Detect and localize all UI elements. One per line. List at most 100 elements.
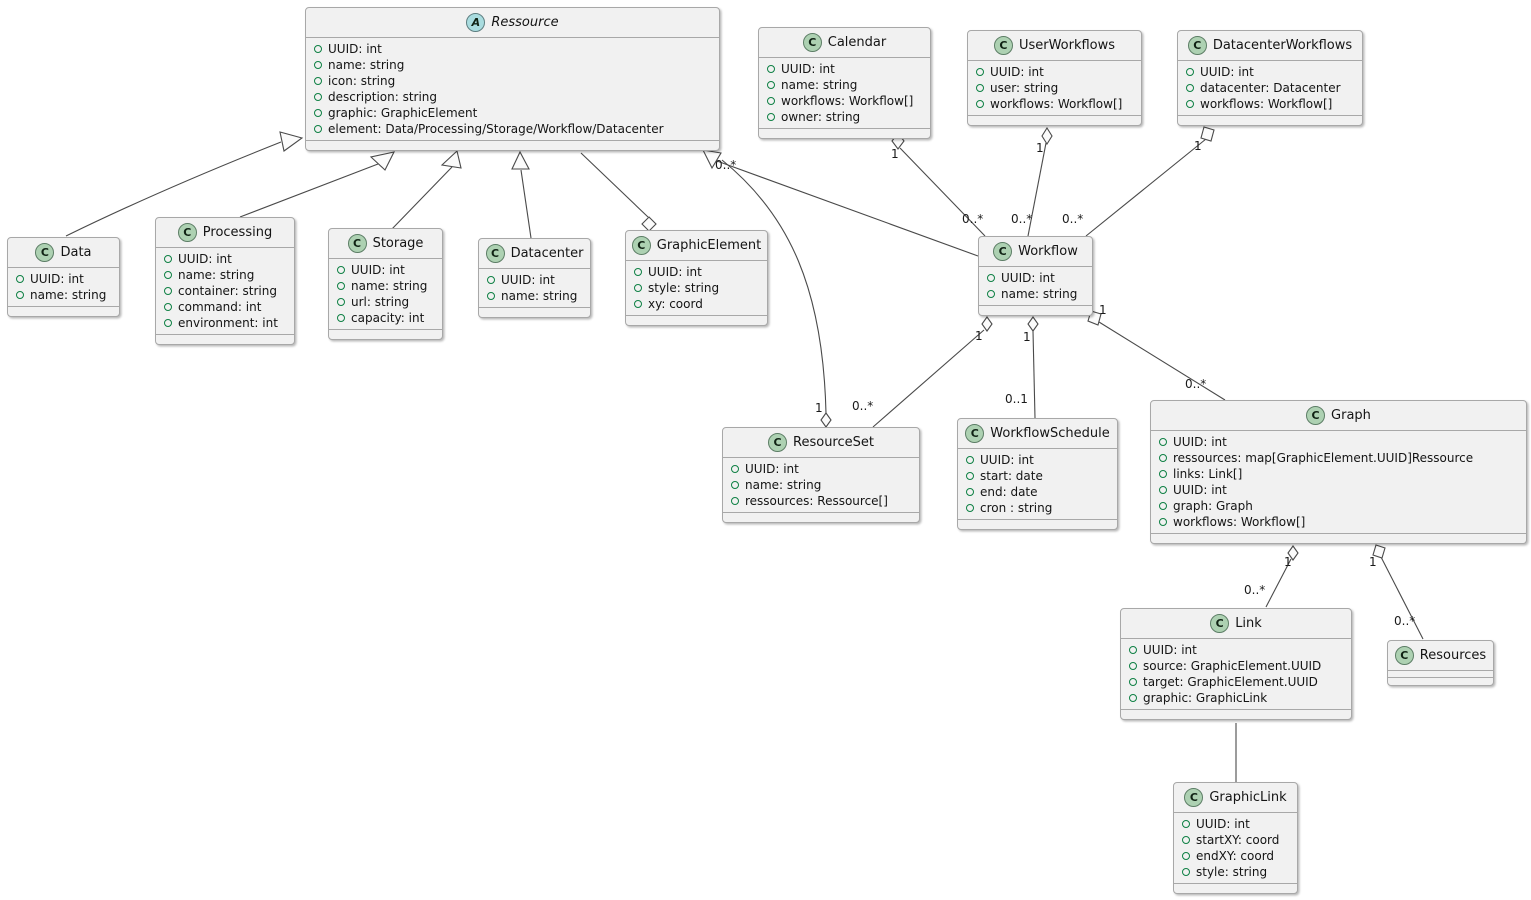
attributes-compartment [1388, 671, 1493, 678]
class-icon: C [1306, 406, 1326, 425]
attribute: name: string [329, 278, 442, 294]
attribute: name: string [306, 57, 719, 73]
aggregation-diamond [1200, 126, 1215, 142]
class-header: C Graph [1151, 401, 1526, 431]
inheritance-arrow [440, 149, 462, 169]
class-name: ResourceSet [793, 435, 874, 450]
field-icon [731, 465, 739, 473]
class-graphicelement: C GraphicElement UUID: int style: string… [625, 230, 768, 326]
class-name: WorkflowSchedule [990, 426, 1110, 441]
class-header: C Processing [156, 218, 294, 248]
field-icon [634, 268, 642, 276]
methods-compartment [1178, 116, 1362, 125]
field-icon [1129, 694, 1137, 702]
attributes-compartment: UUID: int name: string [8, 268, 119, 307]
class-icon: C [965, 424, 985, 443]
attribute: UUID: int [979, 270, 1092, 286]
attribute: start: date [958, 468, 1117, 484]
methods-compartment [8, 307, 119, 316]
attribute: target: GraphicElement.UUID [1121, 674, 1351, 690]
class-icon: C [35, 243, 55, 262]
attribute: UUID: int [1178, 64, 1362, 80]
field-icon [1182, 868, 1190, 876]
attribute: graphic: GraphicLink [1121, 690, 1351, 706]
multiplicity-label: 0..1 [1005, 392, 1028, 406]
field-icon [1159, 438, 1167, 446]
attribute: name: string [156, 267, 294, 283]
attribute: name: string [979, 286, 1092, 302]
field-icon [1159, 470, 1167, 478]
field-icon [976, 68, 984, 76]
field-icon [767, 65, 775, 73]
attributes-compartment: UUID: int ressources: map[GraphicElement… [1151, 431, 1526, 534]
attribute: UUID: int [968, 64, 1141, 80]
class-icon: C [802, 33, 822, 52]
multiplicity-label: 1 [1284, 555, 1292, 569]
class-header: C Workflow [979, 237, 1092, 267]
class-name: Workflow [1018, 244, 1078, 259]
field-icon [1129, 662, 1137, 670]
class-name: Processing [202, 225, 273, 240]
attributes-compartment: UUID: int name: string workflows: Workfl… [759, 58, 930, 129]
class-icon: C [347, 234, 367, 253]
multiplicity-label: 0..* [962, 212, 984, 226]
class-header: A Ressource [306, 8, 719, 38]
attribute: style: string [1174, 864, 1297, 880]
attribute: UUID: int [8, 271, 119, 287]
class-graph: C Graph UUID: int ressources: map[Graphi… [1150, 400, 1527, 544]
edge-processing-extends-ressource [239, 163, 379, 218]
class-name: GraphicElement [656, 238, 762, 253]
class-name: Calendar [827, 35, 887, 50]
class-icon: C [1210, 614, 1230, 633]
attributes-compartment: UUID: int name: string [979, 267, 1092, 306]
field-icon [164, 255, 172, 263]
attribute: environment: int [156, 315, 294, 331]
multiplicity-label: 1 [1194, 139, 1202, 153]
field-icon [16, 275, 24, 283]
attribute: user: string [968, 80, 1141, 96]
attribute: xy: coord [626, 296, 767, 312]
class-link: C Link UUID: int source: GraphicElement.… [1120, 608, 1352, 720]
multiplicity-label: 0..* [852, 399, 874, 413]
field-icon [731, 481, 739, 489]
class-header: C Resources [1388, 641, 1493, 671]
class-ressource: A Ressource UUID: int name: string icon:… [305, 7, 720, 151]
field-icon [987, 290, 995, 298]
attribute: name: string [723, 477, 919, 493]
attribute: ressources: Ressource[] [723, 493, 919, 509]
class-header: C GraphicLink [1174, 783, 1297, 813]
attribute: capacity: int [329, 310, 442, 326]
field-icon [1159, 454, 1167, 462]
inheritance-arrow [511, 150, 530, 170]
methods-compartment [626, 316, 767, 325]
class-icon: C [1187, 36, 1207, 55]
class-name: UserWorkflows [1018, 38, 1116, 53]
field-icon [314, 61, 322, 69]
field-icon [337, 298, 345, 306]
field-icon [337, 314, 345, 322]
attribute: UUID: int [479, 272, 590, 288]
field-icon [164, 287, 172, 295]
attributes-compartment: UUID: int source: GraphicElement.UUID ta… [1121, 639, 1351, 710]
class-name: Storage [372, 236, 424, 251]
attribute: UUID: int [306, 41, 719, 57]
attribute: UUID: int [626, 264, 767, 280]
attributes-compartment: UUID: int datacenter: Datacenter workflo… [1178, 61, 1362, 116]
field-icon [314, 93, 322, 101]
methods-compartment [968, 116, 1141, 125]
attribute: graphic: GraphicElement [306, 105, 719, 121]
methods-compartment [979, 306, 1092, 315]
attribute: icon: string [306, 73, 719, 89]
field-icon [16, 291, 24, 299]
field-icon [314, 77, 322, 85]
class-name: DatacenterWorkflows [1212, 38, 1353, 53]
class-header: C DatacenterWorkflows [1178, 31, 1362, 61]
field-icon [1182, 820, 1190, 828]
attribute: source: GraphicElement.UUID [1121, 658, 1351, 674]
multiplicity-label: 0..* [1244, 583, 1266, 597]
attribute: name: string [479, 288, 590, 304]
field-icon [976, 100, 984, 108]
class-header: C Storage [329, 229, 442, 259]
multiplicity-label: 1 [1023, 330, 1031, 344]
